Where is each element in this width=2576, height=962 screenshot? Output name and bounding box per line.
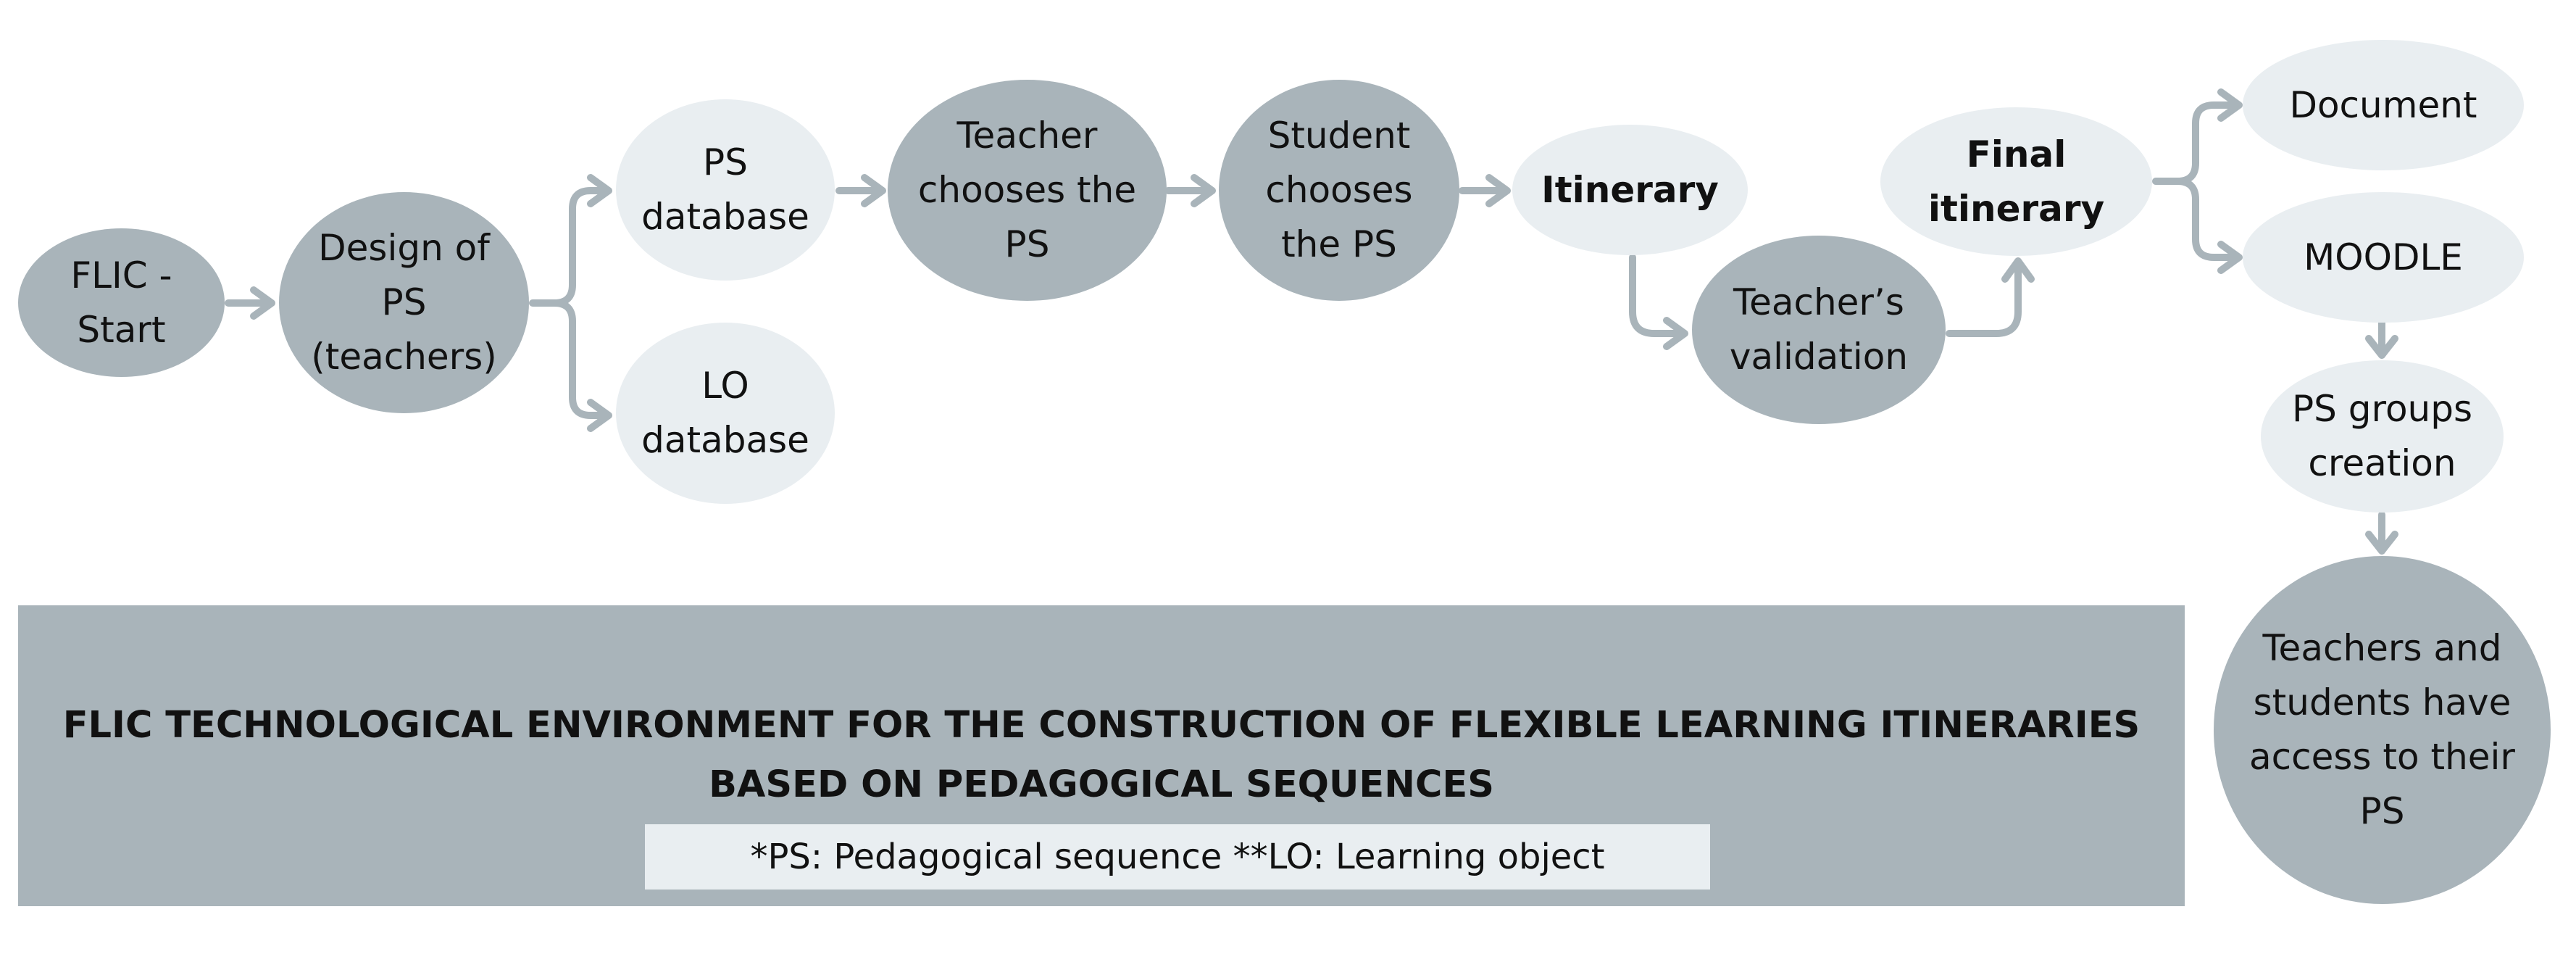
node-ps-groups-creation-label: PS groups creation	[2291, 388, 2473, 484]
abbreviations-note: *PS: Pedagogical sequence **LO: Learning…	[645, 824, 1710, 890]
node-teachers-validation-label: Teacher’s validation	[1729, 281, 1909, 378]
node-ps-database: PS database	[616, 99, 835, 281]
node-document: Document	[2243, 40, 2524, 170]
node-document-label: Document	[2289, 83, 2477, 126]
node-moodle-label: MOODLE	[2304, 236, 2463, 278]
node-student-chooses-ps-label: Student chooses the PS	[1265, 115, 1413, 265]
node-design-of-ps: Design of PS (teachers)	[279, 192, 529, 413]
node-final-itinerary: Final itinerary	[1880, 107, 2152, 256]
node-student-chooses-ps: Student chooses the PS	[1219, 80, 1459, 301]
abbreviations-note-text: *PS: Pedagogical sequence **LO: Learning…	[750, 837, 1605, 877]
node-ps-groups-creation: PS groups creation	[2261, 360, 2504, 513]
node-teacher-chooses-ps: Teacher chooses the PS	[888, 80, 1167, 301]
node-teacher-chooses-ps-label: Teacher chooses the PS	[917, 115, 1137, 265]
node-teachers-students-access: Teachers and students have access to the…	[2214, 556, 2551, 904]
arrow-ps-database-to-teacher-choice	[835, 174, 886, 207]
arrow-design-to-ps-database	[529, 174, 612, 307]
arrow-moodle-to-groups	[2365, 319, 2398, 359]
node-itinerary: Itinerary	[1512, 125, 1748, 255]
node-teachers-students-access-label: Teachers and students have access to the…	[2249, 627, 2515, 832]
node-ps-database-label: PS database	[641, 141, 809, 238]
arrow-design-to-lo-database	[551, 299, 612, 432]
node-flic-start: FLIC - Start	[18, 228, 225, 377]
arrow-groups-to-access	[2365, 511, 2398, 555]
arrow-teacher-to-student-choice	[1164, 174, 1216, 207]
node-itinerary-label: Itinerary	[1541, 168, 1719, 211]
node-final-itinerary-label: Final itinerary	[1927, 133, 2105, 230]
node-lo-database: LO database	[616, 323, 835, 504]
node-design-of-ps-label: Design of PS (teachers)	[311, 227, 497, 378]
arrow-start-to-design	[225, 286, 275, 320]
title-banner: FLIC TECHNOLOGICAL ENVIRONMENT FOR THE C…	[18, 605, 2185, 906]
arrow-final-to-document	[2152, 88, 2243, 185]
node-moodle: MOODLE	[2243, 192, 2524, 323]
node-teachers-validation: Teacher’s validation	[1692, 236, 1946, 424]
banner-title: FLIC TECHNOLOGICAL ENVIRONMENT FOR THE C…	[62, 704, 2141, 806]
arrow-itinerary-to-validation	[1629, 254, 1688, 350]
node-flic-start-label: FLIC - Start	[70, 254, 172, 351]
arrow-student-choice-to-itinerary	[1459, 174, 1511, 207]
arrow-final-to-moodle	[2174, 178, 2243, 274]
node-lo-database-label: LO database	[641, 365, 809, 461]
arrow-validation-to-final	[1946, 257, 2035, 337]
